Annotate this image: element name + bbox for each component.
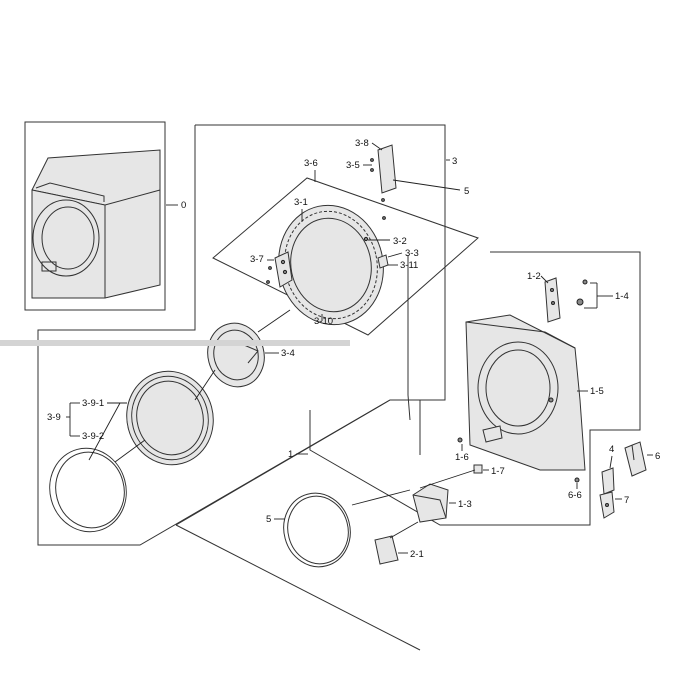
door-cover-3-9-2	[49, 447, 127, 533]
label-3-11: 3-11	[400, 260, 418, 271]
label-1-6: 1-6	[455, 452, 469, 463]
label-3-8: 3-8	[355, 138, 369, 149]
label-0: 0	[181, 200, 186, 211]
label-5: 5	[266, 514, 271, 525]
leader-1-2	[540, 275, 549, 284]
leader-5-top	[392, 179, 461, 191]
cover-2-1	[374, 535, 399, 565]
leader-panel-case	[419, 469, 476, 489]
leader-case-cover	[389, 521, 419, 539]
label-3: 3	[452, 156, 457, 167]
label-3-10: 3-10	[314, 316, 333, 327]
label-3-9-2: 3-9-2	[82, 431, 104, 442]
label-1-4: 1-4	[615, 291, 629, 302]
door-glass-3-9-1	[126, 370, 214, 466]
part-4-bracket	[601, 467, 615, 495]
label-3-9-1: 3-9-1	[82, 398, 104, 409]
label-1-7: 1-7	[491, 466, 505, 477]
leader-3-9-link	[88, 402, 121, 461]
label-1-2: 1-2	[527, 271, 541, 282]
leader-gasket-glass	[194, 369, 216, 401]
label-1-3: 1-3	[458, 499, 472, 510]
leader-frame-gasket	[257, 309, 291, 333]
label-3-3: 3-3	[405, 248, 419, 259]
leader-3-3	[387, 252, 403, 258]
group-box-0	[24, 121, 166, 311]
label-5-top: 5	[464, 186, 469, 197]
label-4: 4	[609, 444, 614, 455]
group-box-1	[175, 251, 641, 651]
screw-6-6	[574, 477, 580, 483]
clamp-ring-5	[283, 492, 351, 568]
hook-1-6	[457, 437, 463, 443]
button-1-7	[473, 464, 483, 474]
label-2-1: 2-1	[410, 549, 424, 560]
leader-ring-case	[351, 489, 411, 506]
label-3-5: 3-5	[346, 160, 360, 171]
label-3-6: 3-6	[304, 158, 318, 169]
label-3-7: 3-7	[250, 254, 264, 265]
screws-1-4	[576, 279, 588, 306]
label-3-4: 3-4	[281, 348, 295, 359]
latch-parts-3-8	[370, 144, 397, 220]
gasket-3-4	[207, 322, 265, 388]
front-panel-1-5	[465, 314, 586, 471]
label-3-2: 3-2	[393, 236, 407, 247]
case-1-3	[412, 483, 449, 523]
label-7: 7	[624, 495, 629, 506]
part-7-lever	[599, 491, 615, 519]
leader-4	[609, 455, 613, 469]
hinge-3-7	[266, 251, 293, 288]
bracket-1-2	[544, 277, 561, 323]
label-1-5: 1-5	[590, 386, 604, 397]
group-box-3	[37, 124, 446, 546]
part-6-module	[624, 441, 647, 477]
label-3-1: 3-1	[294, 197, 308, 208]
leader-glass-cover	[114, 439, 146, 463]
scan-band	[0, 340, 350, 346]
label-3-9: 3-9	[47, 412, 61, 423]
label-6-6: 6-6	[568, 490, 582, 501]
leader-3-8	[371, 142, 383, 151]
washer-assembly	[31, 149, 161, 299]
label-6: 6	[655, 451, 660, 462]
label-1: 1	[288, 449, 293, 460]
